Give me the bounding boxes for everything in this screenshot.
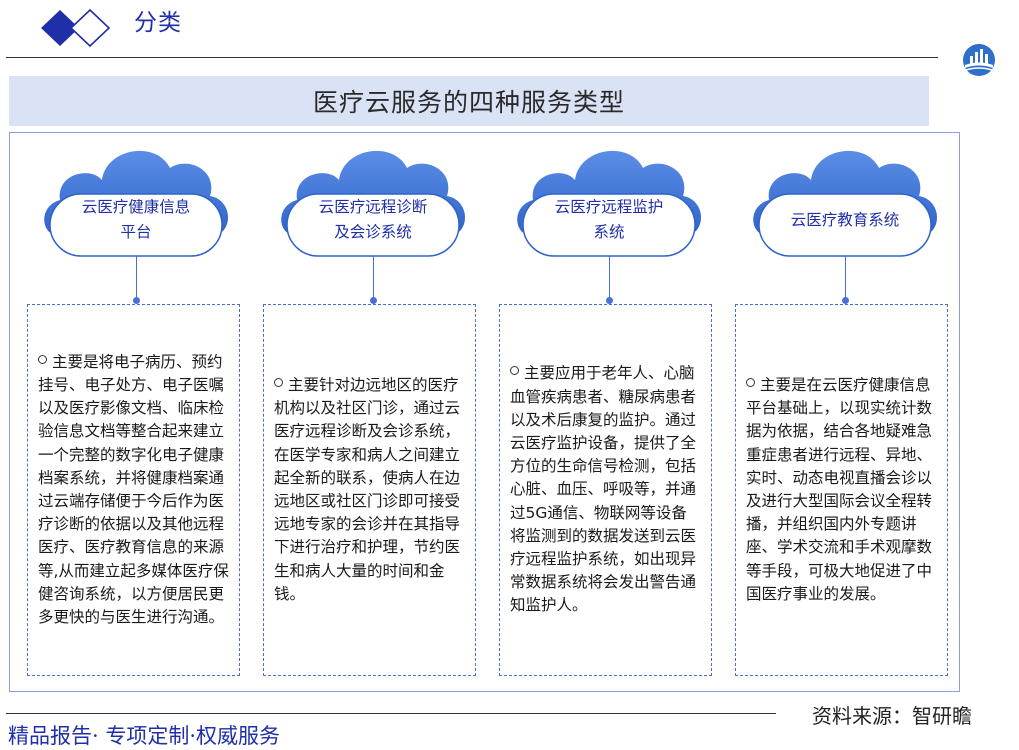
service-description-box: 主要应用于老年人、心脑血管疾病患者、糖尿病患者以及术后康复的监护。通过云医疗监护…: [499, 304, 712, 676]
service-name: 云医疗教育系统: [790, 210, 900, 229]
service-description-box: 主要是将电子病历、预约挂号、电子处方、电子医嘱以及医疗影像文档、临床检验信息文档…: [27, 304, 240, 676]
connector-dot: [370, 297, 377, 304]
header-divider: [6, 57, 938, 58]
connector-line: [609, 256, 610, 300]
service-name: 云医疗健康信息平台: [81, 198, 191, 241]
bullet-icon: [38, 354, 47, 364]
connector-line: [373, 256, 374, 300]
connector-line: [136, 256, 137, 300]
service-cloud-remote-monitoring: 云医疗远程监护系统: [511, 138, 707, 262]
company-logo-icon: [962, 43, 996, 77]
bullet-icon: [274, 377, 283, 387]
cloud-icon: [753, 150, 937, 257]
diamond-icons: [40, 6, 120, 50]
service-name: 云医疗远程诊断及会诊系统: [318, 198, 428, 241]
cloud-icon: [517, 150, 701, 257]
content-frame: [9, 132, 960, 692]
service-name: 云医疗远程监护系统: [554, 198, 664, 241]
cloud-icon: [281, 150, 465, 257]
bullet-icon: [510, 366, 519, 376]
service-description-box: 主要针对边远地区的医疗机构以及社区门诊，通过云医疗远程诊断及会诊系统，在医学专家…: [263, 304, 476, 676]
service-cloud-medical-education: 云医疗教育系统: [747, 138, 943, 262]
connector-dot: [842, 297, 849, 304]
section-title: 分类: [134, 10, 182, 36]
footer-slogan: 精品报告· 专项定制·权威服务: [8, 724, 281, 748]
service-description: 主要是在云医疗健康信息平台基础上，以现实统计数据为依据，结合各地疑难急重症患者进…: [746, 375, 933, 603]
service-description: 主要是将电子病历、预约挂号、电子处方、电子医嘱以及医疗影像文档、临床检验信息文档…: [38, 352, 229, 627]
page-title-banner: 医疗云服务的四种服务类型: [9, 76, 929, 126]
connector-line: [845, 256, 846, 300]
service-description-box: 主要是在云医疗健康信息平台基础上，以现实统计数据为依据，结合各地疑难急重症患者进…: [735, 304, 948, 676]
connector-dot: [606, 297, 613, 304]
service-cloud-health-platform: 云医疗健康信息平台: [38, 138, 234, 262]
bullet-icon: [746, 377, 755, 387]
connector-dot: [133, 297, 140, 304]
service-description: 主要针对边远地区的医疗机构以及社区门诊，通过云医疗远程诊断及会诊系统，在医学专家…: [274, 375, 461, 603]
page-title: 医疗云服务的四种服务类型: [312, 88, 625, 117]
service-description: 主要应用于老年人、心脑血管疾病患者、糖尿病患者以及术后康复的监护。通过云医疗监护…: [510, 364, 697, 615]
service-cloud-remote-diagnosis: 云医疗远程诊断及会诊系统: [275, 138, 471, 262]
source-note: 资料来源：智研瞻: [812, 704, 972, 728]
cloud-icon: [44, 150, 228, 257]
footer-divider: [6, 713, 776, 714]
